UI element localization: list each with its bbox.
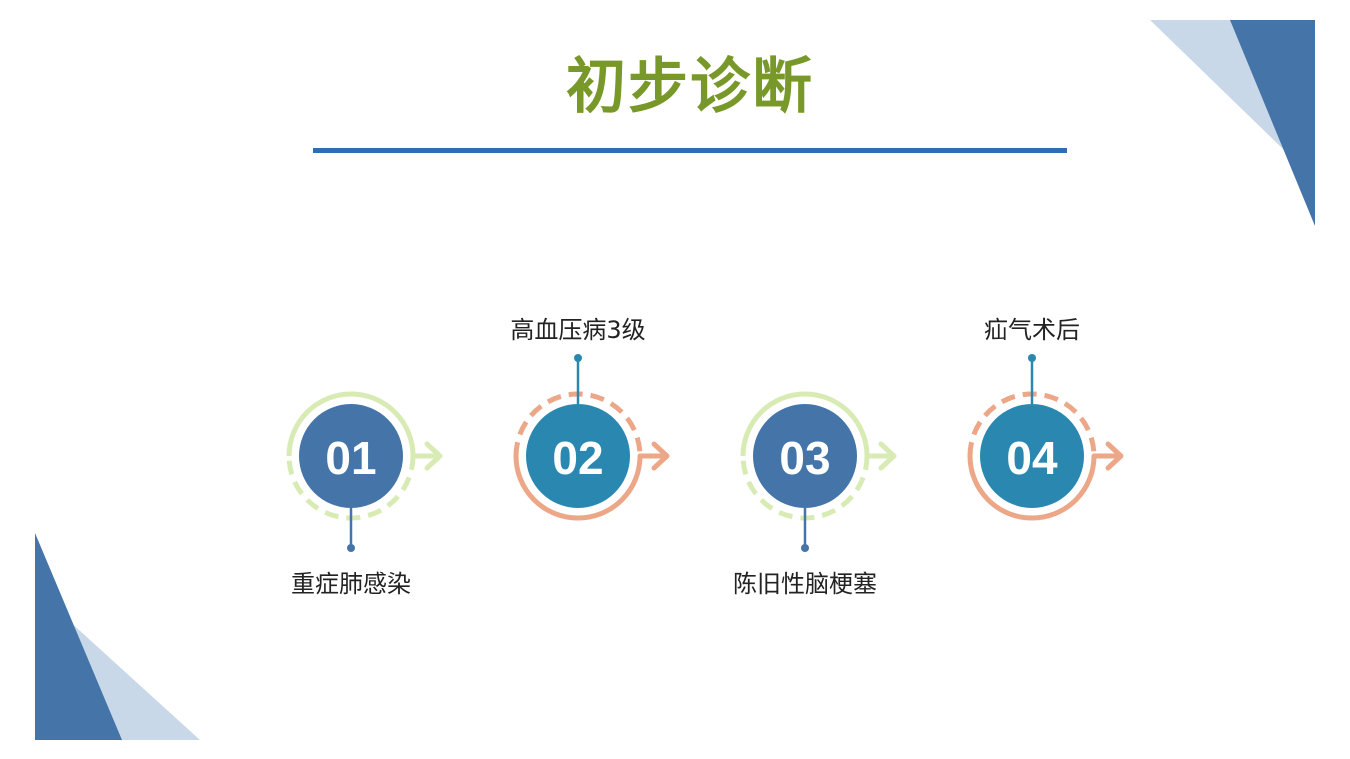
- connector-dot: [801, 544, 809, 552]
- step-number: 04: [1006, 432, 1058, 484]
- corner-bottom-left-dark: [35, 533, 122, 740]
- step-number: 01: [325, 432, 376, 484]
- step-circle: [980, 404, 1084, 508]
- arrow-right-icon: [651, 441, 670, 471]
- arrow-right-icon: [424, 441, 443, 471]
- arrow-right-icon: [1105, 441, 1124, 471]
- corner-top-right-dark: [1230, 20, 1315, 226]
- page-title: 初步诊断: [566, 52, 814, 122]
- title-divider: [313, 148, 1067, 153]
- step-circle: [526, 404, 630, 508]
- ring-solid: [286, 391, 416, 457]
- connector-dot: [574, 354, 582, 362]
- step-circle: [299, 404, 403, 508]
- step-number: 03: [779, 432, 830, 484]
- ring-solid: [740, 391, 870, 457]
- step-number: 02: [552, 432, 603, 484]
- connector-dot: [347, 544, 355, 552]
- ring-solid: [967, 455, 1097, 521]
- ring-solid: [513, 455, 643, 521]
- connector-dot: [1028, 354, 1036, 362]
- step-label: 陈旧性脑梗塞: [733, 570, 877, 598]
- step-label: 疝气术后: [984, 316, 1080, 344]
- step-label: 重症肺感染: [291, 570, 411, 598]
- step-label: 高血压病3级: [510, 316, 646, 344]
- arrow-right-icon: [878, 441, 897, 471]
- step-circle: [753, 404, 857, 508]
